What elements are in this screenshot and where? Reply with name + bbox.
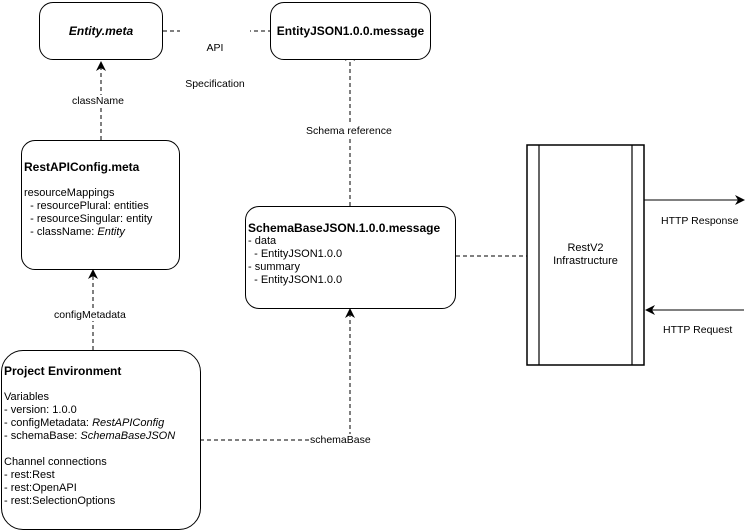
schema-base-json-line: - EntityJSON1.0.0 [248,248,343,260]
channel-connection-item: - rest:SelectionOptions [4,495,116,507]
project-environment-title: Project Environment [4,364,122,378]
variable-schema-base-value: SchemaBaseJSON [80,430,176,442]
variable-schema-base: - schemaBase: SchemaBaseJSON [4,430,200,443]
entity-json-title: EntityJSON1.0.0.message [276,23,425,38]
project-environment-node: Project Environment Variables - version:… [1,350,201,530]
rest-api-config-classname-key: - className: [24,226,98,238]
variables-heading: Variables [4,391,50,403]
rest-api-config-line: - resourceSingular: entity [24,213,153,225]
api-spec-label: API Specification [180,18,250,102]
rest-api-config-line: - className: Entity [24,226,179,239]
restv2-node: RestV2 Infrastructure [539,145,632,365]
restv2-title-line2: Infrastructure [553,255,618,267]
schema-reference-label: Schema reference [306,125,392,137]
http-request-label: HTTP Request [663,324,733,336]
channel-connections-heading: Channel connections [4,456,107,468]
schema-base-json-line: - EntityJSON1.0.0 [248,274,343,286]
rest-api-config-line: - resourcePlural: entities [24,200,149,212]
variable-version: - version: 1.0.0 [4,404,77,416]
rest-api-config-classname-value: Entity [97,226,125,238]
api-spec-label-line1: API [206,42,224,54]
schema-base-json-line: - summary [248,261,300,273]
rest-api-config-node: RestAPIConfig.meta resourceMappings - re… [21,140,180,270]
schema-base-json-node: SchemaBaseJSON.1.0.0.message - data - En… [245,206,456,309]
restv2-title-line1: RestV2 [567,242,604,254]
http-response-label: HTTP Response [661,215,739,227]
classname-label: className [72,95,124,107]
variable-config-metadata-value: RestAPIConfig [92,417,165,429]
schema-base-json-title: SchemaBaseJSON.1.0.0.message [248,221,441,235]
variable-config-metadata: - configMetadata: RestAPIConfig [4,417,200,430]
channel-connection-item: - rest:Rest [4,469,55,481]
entity-meta-node: Entity.meta [39,2,163,60]
schema-base-json-line: - data [248,235,277,247]
api-spec-label-line2: Specification [185,78,245,90]
restv2-box-outline [526,144,645,366]
configmetadata-label: configMetadata [54,309,126,321]
rest-api-config-title: RestAPIConfig.meta [24,160,140,174]
rest-api-config-line: resourceMappings [24,187,115,199]
schemabase-label: schemaBase [310,434,371,446]
variable-schema-base-key: - schemaBase: [4,430,81,442]
entity-meta-title: Entity.meta [68,23,134,38]
variable-config-metadata-key: - configMetadata: [4,417,93,429]
schemabase-connector [200,308,355,441]
entity-json-node: EntityJSON1.0.0.message [270,2,431,60]
channel-connection-item: - rest:OpenAPI [4,482,77,494]
